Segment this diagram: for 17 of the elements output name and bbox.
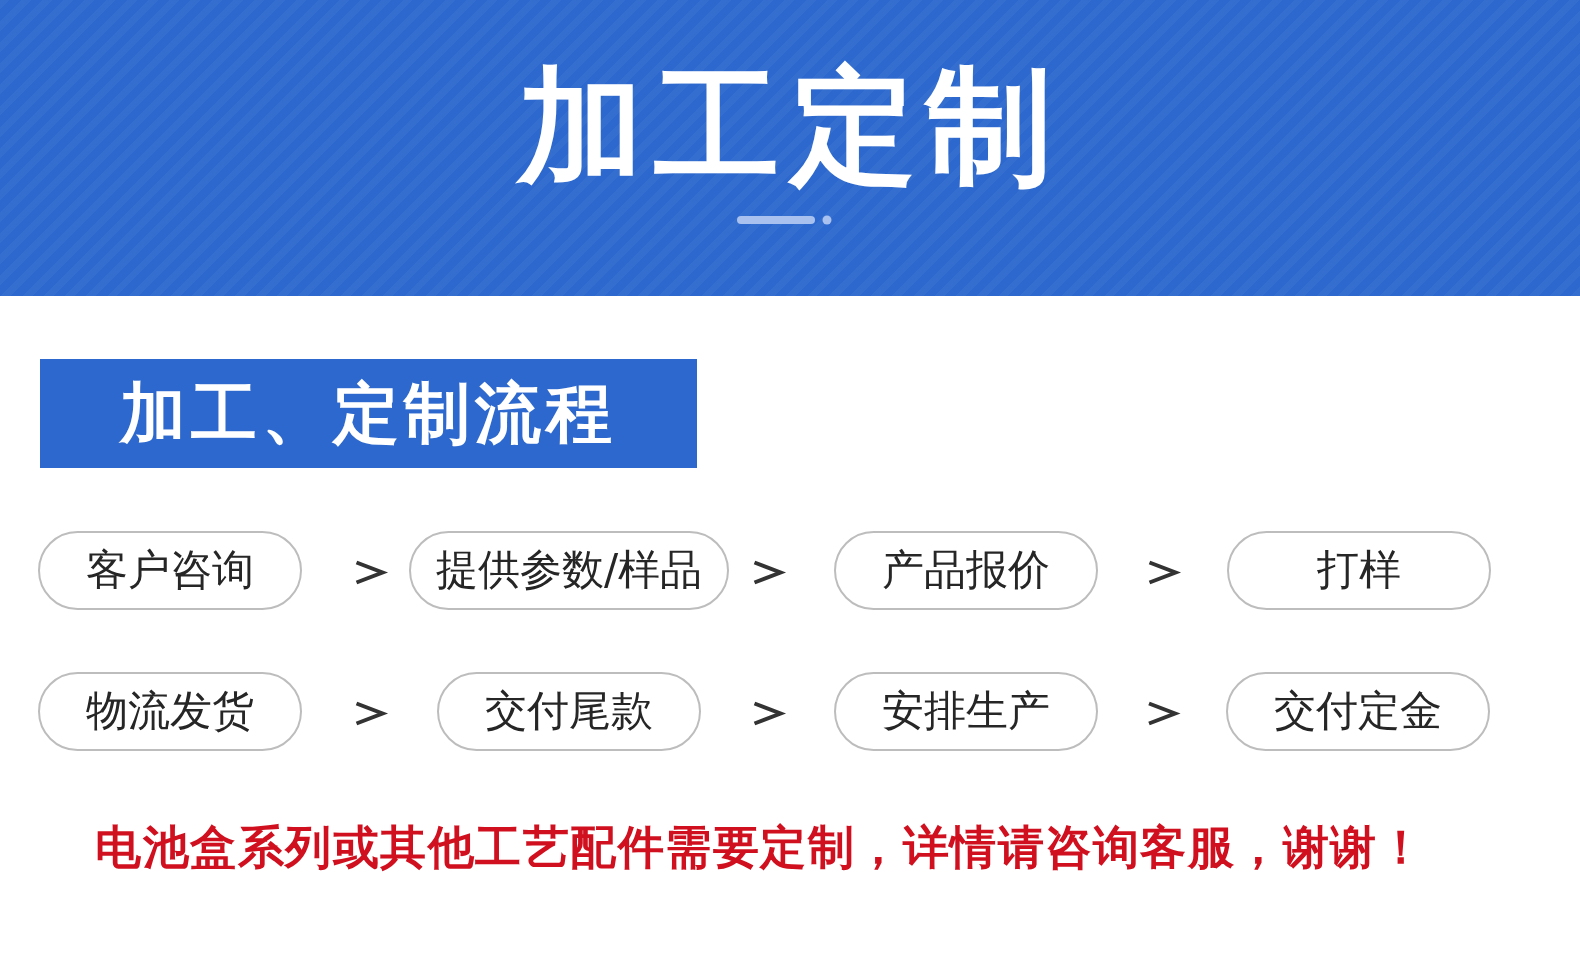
step-label: 交付定金 bbox=[1274, 686, 1442, 737]
arrow-chevron bbox=[753, 560, 787, 585]
section-heading: 加工、定制流程 bbox=[120, 373, 617, 454]
step-label: 打样 bbox=[1317, 545, 1401, 596]
step-label: 安排生产 bbox=[882, 686, 1050, 737]
step-label: 客户咨询 bbox=[86, 545, 254, 596]
step-label: 产品报价 bbox=[882, 545, 1050, 596]
arrow-chevron bbox=[355, 701, 389, 726]
arrow-chevron bbox=[355, 560, 389, 585]
arrow-chevron bbox=[1148, 560, 1182, 585]
note-text: 电池盒系列或其他工艺配件需要定制，详情请咨询客服，谢谢！ bbox=[95, 820, 1425, 876]
section-banner bbox=[40, 359, 697, 468]
arrow-chevron bbox=[753, 701, 787, 726]
step-label: 提供参数/样品 bbox=[435, 545, 703, 596]
arrow-chevron bbox=[1148, 701, 1181, 726]
step-label: 交付尾款 bbox=[485, 686, 653, 737]
step-label: 物流发货 bbox=[86, 686, 254, 737]
